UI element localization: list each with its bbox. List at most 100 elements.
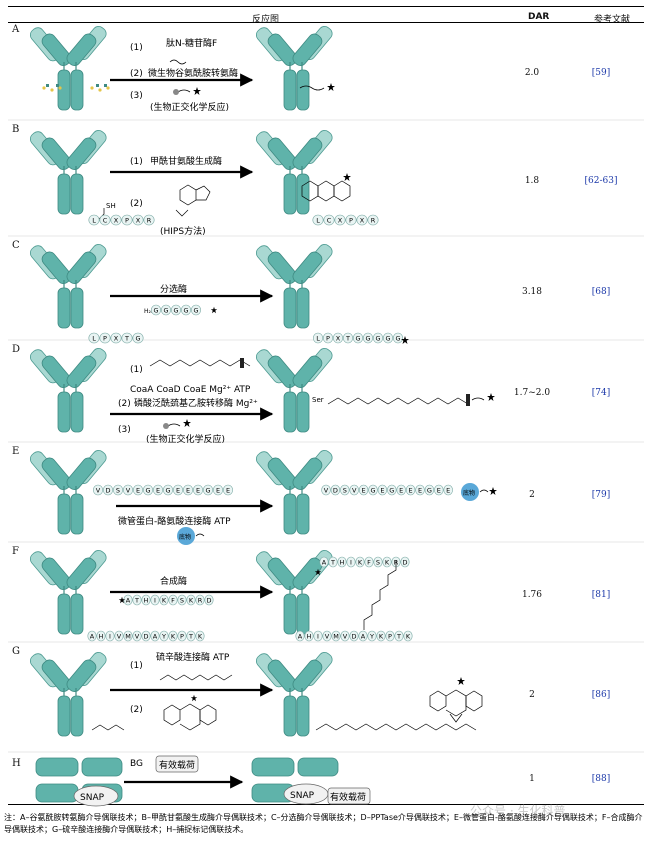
ref-g[interactable]: [86] (591, 690, 611, 700)
row-h-diagram: SNAP BG 有效载荷 SNAP 有效载荷 (35, 755, 371, 807)
watermark: 公众号 · 生化科普 (470, 804, 566, 818)
residue-bead (313, 630, 323, 642)
residue-letter: G (375, 334, 380, 342)
residue-bead (193, 484, 204, 496)
residue-bead (99, 332, 111, 344)
step-label: (1) (130, 661, 143, 671)
dar-e: 2 (529, 490, 535, 500)
residue-letter: G (427, 486, 432, 494)
residue-bead (88, 332, 100, 344)
residue-bead (340, 630, 350, 642)
residue-bead (321, 484, 331, 496)
residue-bead (121, 332, 133, 344)
residue-letter: P (180, 632, 184, 640)
residue-letter: I (317, 632, 319, 640)
residue-letter: A (361, 632, 366, 640)
residue-bead (163, 484, 174, 496)
residue-letter: K (198, 632, 203, 640)
residue-bead (96, 630, 106, 642)
residue-letter: T (124, 334, 129, 342)
residue-letter: I (154, 596, 156, 604)
antibody-icon (256, 23, 336, 111)
residue-letter: A (322, 558, 327, 566)
residue-bead (377, 484, 388, 496)
enzyme-name: 甲酰甘氨酸生成酶 (150, 155, 222, 167)
residue-bead (203, 484, 214, 496)
row-label-f: F (12, 546, 19, 557)
ref-a[interactable]: [59] (591, 68, 611, 78)
residue-letter: S (343, 486, 347, 494)
residue-bead (173, 484, 184, 496)
residue-bead (183, 484, 194, 496)
residue-letter: M (125, 632, 131, 640)
residue-letter: X (114, 334, 119, 342)
residue-letter: P (326, 334, 330, 342)
h2n-label: H₂N (144, 308, 155, 315)
residue-letter: G (163, 306, 168, 314)
payload-substrate (461, 483, 479, 501)
residue-letter: K (379, 632, 384, 640)
residue-bead (121, 214, 133, 226)
residue-letter: E (362, 486, 366, 494)
residue-letter: G (183, 306, 188, 314)
dar-d: 1.7~2.0 (513, 388, 551, 398)
ref-f[interactable]: [81] (591, 590, 611, 600)
residue-letter: Y (369, 632, 374, 640)
residue-bead (382, 332, 393, 344)
antibody-icon (256, 649, 336, 737)
residue-letter: S (376, 558, 380, 566)
residue-bead (110, 332, 122, 344)
residue-letter: E (446, 486, 450, 494)
residue-letter: X (360, 216, 365, 224)
row-label-a: A (12, 24, 20, 35)
ref-e[interactable]: [79] (591, 490, 611, 500)
table-header-rule (8, 22, 644, 23)
residue-letter: A (126, 596, 131, 604)
residue-bead (346, 556, 356, 568)
row-label-e: E (12, 446, 20, 457)
residue-bead (141, 630, 151, 642)
residue-letter: X (338, 216, 343, 224)
residue-bead (358, 484, 369, 496)
condition-label: (HIPS方法) (160, 225, 206, 237)
ref-d[interactable]: [74] (591, 388, 611, 398)
antibody-icon (30, 127, 110, 215)
residue-letter: E (156, 486, 160, 494)
residue-letter: E (136, 486, 140, 494)
residue-bead (394, 630, 404, 642)
step-label: (1) (130, 157, 143, 167)
antibody-icon (30, 241, 110, 329)
residue-letter: D (105, 486, 110, 494)
residue-letter: L (316, 216, 320, 224)
ref-c[interactable]: [68] (591, 287, 611, 297)
enzyme-name: 硫辛酸连接酶 ATP (156, 651, 230, 663)
ref-b[interactable]: [62-63] (584, 176, 618, 186)
payload-label: 底物 (463, 489, 475, 497)
residue-bead (334, 214, 346, 226)
residue-letter: F (171, 596, 175, 604)
step-label: (2) (130, 69, 143, 79)
ref-h[interactable]: [88] (591, 774, 611, 784)
residue-bead (186, 630, 196, 642)
residue-letter: R (147, 216, 152, 224)
residue-letter: G (205, 486, 210, 494)
residue-letter: P (103, 334, 107, 342)
residue-letter: E (380, 486, 384, 494)
residue-letter: H (144, 596, 149, 604)
step-label: (2) (118, 399, 131, 409)
residue-bead (204, 594, 214, 606)
residue-letter: T (188, 632, 193, 640)
header-ref: 参考文献 (594, 15, 631, 25)
residue-letter: E (216, 486, 220, 494)
residue-letter: D (143, 632, 148, 640)
residue-bead (123, 484, 134, 496)
residue-letter: D (351, 632, 356, 640)
residue-letter: T (134, 596, 139, 604)
residue-bead (93, 484, 104, 496)
residue-letter: L (92, 216, 96, 224)
residue-bead (153, 484, 164, 496)
residue-letter: V (325, 632, 330, 640)
residue-bead (171, 304, 182, 316)
